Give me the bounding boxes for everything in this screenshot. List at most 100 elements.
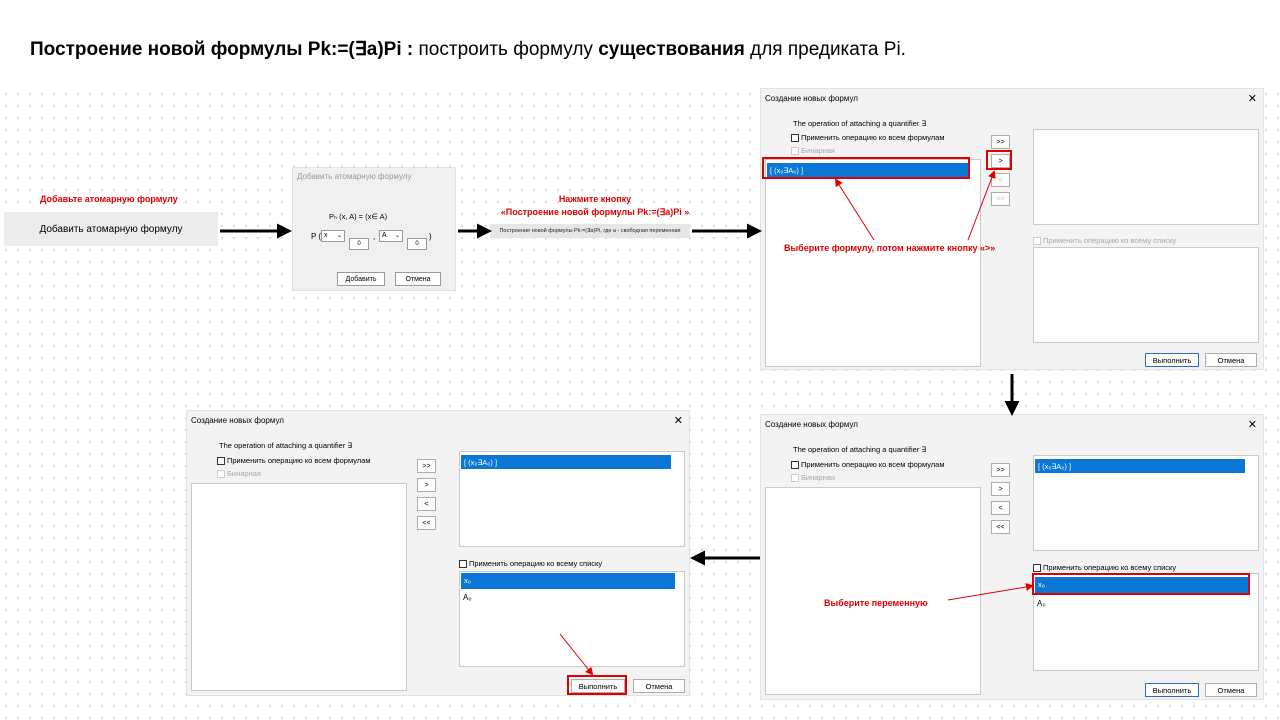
checkbox-label: Применить операцию ко всем формулам (227, 456, 371, 465)
apply-all-formulas-checkbox[interactable]: Применить операцию ко всем формулам (791, 460, 945, 469)
cancel-button[interactable]: Отмена (395, 272, 441, 286)
quantifier-text: The operation of attaching a quantifier … (793, 445, 927, 454)
binary-checkbox[interactable]: Бинарная (791, 146, 835, 155)
chevron-down-icon: ⌄ (394, 233, 400, 239)
cancel-button[interactable]: Отмена (1205, 353, 1257, 367)
move-all-left-button[interactable]: << (991, 192, 1010, 206)
execute-button[interactable]: Выполнить (571, 679, 625, 693)
move-all-left-button[interactable]: << (417, 516, 436, 530)
dialog-title: Добавить атомарную формулу (297, 172, 412, 181)
checkbox-box (217, 456, 225, 465)
result-formula-item[interactable]: [ (x₀∃A₀) ] (461, 455, 671, 469)
checkbox-box (791, 473, 799, 482)
checkbox-box (791, 146, 799, 155)
cancel-button[interactable]: Отмена (633, 679, 685, 693)
variable-item-a[interactable]: A₀ (1037, 599, 1046, 608)
build-formula-button[interactable]: Построение новой формулы Pk:=(∃a)Pi, где… (490, 224, 690, 238)
add-atomic-formula-button[interactable]: Добавить атомарную формулу (4, 212, 218, 246)
close-icon[interactable]: ✕ (1247, 93, 1257, 105)
checkbox-label: Бинарная (227, 469, 261, 478)
apply-all-list-checkbox[interactable]: Применить операцию ко всему списку (1033, 563, 1176, 572)
close-icon[interactable]: ✕ (1247, 419, 1257, 431)
cancel-button[interactable]: Отмена (1205, 683, 1257, 697)
checkbox-box (791, 133, 799, 142)
set-select-value: A (382, 232, 387, 239)
execute-button[interactable]: Выполнить (1145, 683, 1199, 697)
variable-list[interactable] (1033, 247, 1259, 343)
checkbox-label: Применить операцию ко всем формулам (801, 133, 945, 142)
variable-item-x-selected[interactable]: x₀ (1035, 577, 1249, 593)
binary-checkbox[interactable]: Бинарная (791, 473, 835, 482)
move-left-button[interactable]: < (991, 501, 1010, 515)
title-tail: для предиката Pi. (744, 39, 906, 60)
step2-label-line1: Нажмите кнопку (558, 194, 632, 204)
select-formula-annotation: Выберите формулу, потом нажмите кнопку «… (784, 243, 996, 253)
step1-label: Добавьте атомарную формулу (40, 194, 178, 204)
result-formula-item[interactable]: [ (x₀∃A₀) ] (1035, 459, 1245, 473)
atomic-formula-dialog: Добавить атомарную формулу Pₙ (x, A) = (… (292, 167, 456, 291)
move-right-button[interactable]: > (991, 482, 1010, 496)
result-list[interactable] (1033, 129, 1259, 225)
set-select[interactable]: A⌄ (379, 230, 403, 242)
formula-list[interactable] (765, 159, 981, 367)
apply-all-list-checkbox[interactable]: Применить операцию ко всему списку (459, 559, 602, 568)
move-all-right-button[interactable]: >> (991, 463, 1010, 477)
move-all-right-button[interactable]: >> (991, 135, 1010, 149)
right-button-highlight-box (986, 150, 1012, 170)
checkbox-label: Бинарная (801, 473, 835, 482)
checkbox-label: Применить операцию ко всему списку (469, 559, 603, 568)
variable-item-a[interactable]: A₀ (463, 593, 472, 602)
checkbox-box (1033, 563, 1041, 572)
checkbox-box (791, 460, 799, 469)
checkbox-label: Бинарная (801, 146, 835, 155)
dialog-title: Создание новых формул (191, 416, 284, 425)
execute-button[interactable]: Выполнить (1145, 353, 1199, 367)
comma-separator: , (373, 232, 376, 241)
close-icon[interactable]: ✕ (673, 415, 683, 427)
formula-highlight-box (762, 157, 970, 179)
move-left-button[interactable]: < (417, 497, 436, 511)
formula-list[interactable] (191, 483, 407, 691)
move-all-left-button[interactable]: << (991, 520, 1010, 534)
add-button[interactable]: Добавить (337, 272, 385, 286)
checkbox-label: Применить операцию ко всему списку (1043, 563, 1177, 572)
formula-item-selected[interactable]: [ (x₀∃A₀) ] (767, 163, 970, 177)
quantifier-text: The operation of attaching a quantifier … (793, 119, 927, 128)
set-index-field[interactable]: 0 (407, 238, 427, 250)
slide-title: Построение новой формулы Pk:=(∃a)Pi : по… (30, 38, 906, 61)
dialog-title: Создание новых формул (765, 420, 858, 429)
checkbox-label: Применить операцию ко всему списку (1043, 236, 1177, 245)
move-all-right-button[interactable]: >> (417, 459, 436, 473)
variable-item-x-selected[interactable]: x₀ (461, 573, 675, 589)
select-variable-annotation: Выберите переменную (824, 598, 928, 608)
variable-highlight-box (1032, 573, 1250, 595)
title-normal-part: построить формулу (413, 39, 599, 60)
execute-highlight-box (567, 675, 627, 695)
apply-all-list-checkbox[interactable]: Применить операцию ко всему списку (1033, 236, 1176, 245)
title-bold-word: существования (598, 39, 745, 60)
apply-all-formulas-checkbox[interactable]: Применить операцию ко всем формулам (217, 456, 371, 465)
atomic-formula-text: Pₙ (x, A) = (x∈ A) (329, 212, 388, 221)
variable-index-field[interactable]: 0 (349, 238, 369, 250)
formula-list[interactable] (765, 487, 981, 695)
move-right-button[interactable]: > (991, 154, 1010, 168)
chevron-down-icon: ⌄ (336, 233, 342, 239)
step2-label: Нажмите кнопку «Построение новой формулы… (490, 193, 700, 219)
binary-checkbox[interactable]: Бинарная (217, 469, 261, 478)
quantifier-text: The operation of attaching a quantifier … (219, 441, 353, 450)
close-paren: ) (429, 232, 432, 241)
apply-all-formulas-checkbox[interactable]: Применить операцию ко всем формулам (791, 133, 945, 142)
create-formulas-dialog-step5: Создание новых формул ✕ The operation of… (186, 410, 690, 696)
checkbox-box (1033, 236, 1041, 245)
title-bold-part: Построение новой формулы Pk:=(∃a)Pi : (30, 39, 414, 60)
checkbox-box (217, 469, 225, 478)
dialog-title: Создание новых формул (765, 94, 858, 103)
move-left-button[interactable]: < (991, 173, 1010, 187)
predicate-label: P ( (311, 232, 322, 241)
create-formulas-dialog-step4: Создание новых формул ✕ The operation of… (760, 414, 1264, 700)
move-right-button[interactable]: > (417, 478, 436, 492)
checkbox-box (459, 559, 467, 568)
variable-select[interactable]: x⌄ (321, 230, 345, 242)
checkbox-label: Применить операцию ко всем формулам (801, 460, 945, 469)
